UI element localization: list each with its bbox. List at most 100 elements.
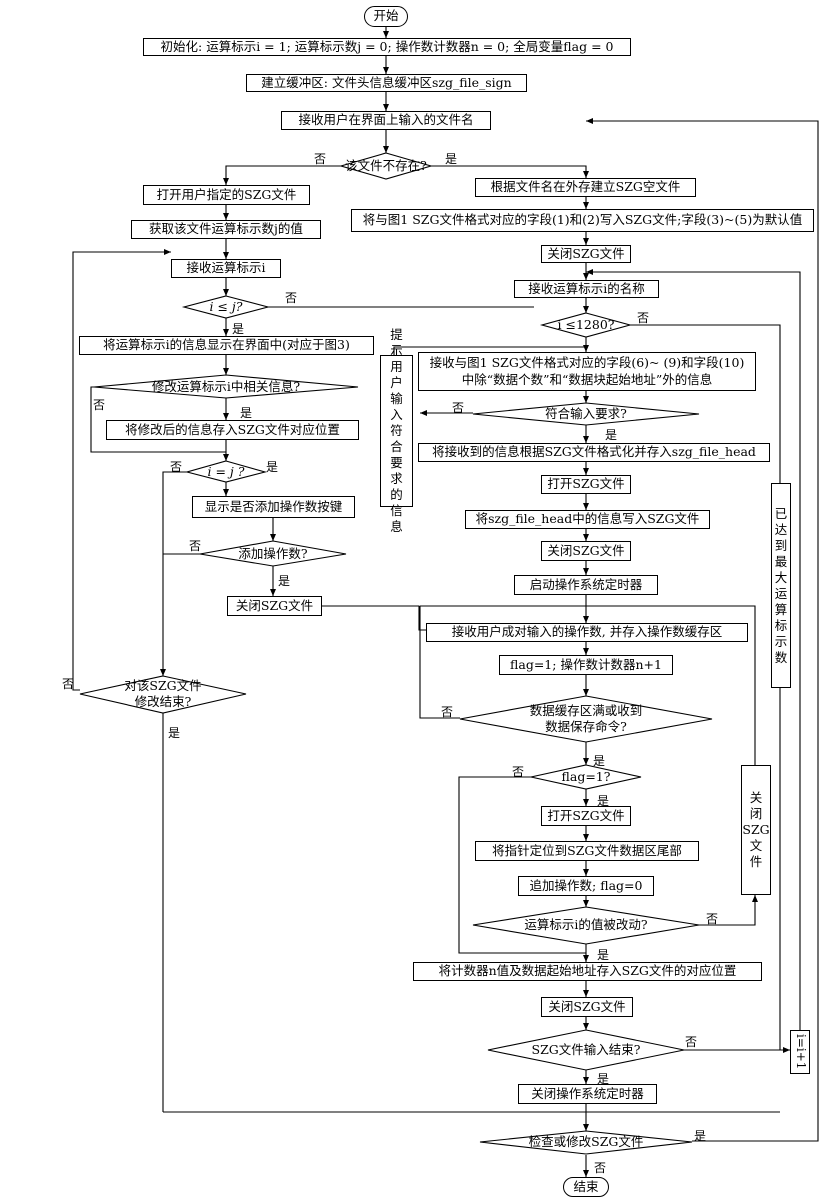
label-yes: 是 [597, 1072, 610, 1086]
max-reached-char: 算 [774, 601, 788, 617]
increment-i-text: i=i+1 [793, 1034, 808, 1070]
recv-fields-box: 接收与图1 SZG文件格式对应的字段(6)~ (9)和字段(10) 中除“数据个… [418, 352, 756, 391]
increment-i-box: i=i+1 [790, 1030, 810, 1074]
max-reached-char: 标 [774, 617, 788, 633]
close-szg-vertical-char: 文 [749, 838, 763, 853]
prompt-user-char: 要 [390, 455, 403, 470]
save-modified-box: 将修改后的信息存入SZG文件对应位置 [106, 420, 359, 440]
add-operand-decision: 添加操作数? [238, 545, 308, 561]
buffer-box: 建立缓冲区: 文件头信息缓冲区szg_file_sign [246, 74, 527, 92]
recv-fields-line-1: 接收与图1 SZG文件格式对应的字段(6)~ (9)和字段(10) [429, 355, 745, 371]
open-szg-box-2: 打开SZG文件 [541, 806, 631, 826]
label-no: 否 [637, 311, 650, 325]
flag-eq-1-decision: flag=1? [561, 768, 611, 784]
close-szg-vertical-char: 件 [749, 854, 763, 869]
modify-done-line-1: 对该SZG文件 [124, 677, 202, 693]
label-no: 否 [314, 152, 327, 166]
close-szg-vertical-char: 关 [749, 790, 763, 805]
buffer-full-line-2: 数据保存命令? [545, 719, 627, 734]
prompt-user-char: 的 [390, 487, 403, 502]
modify-info-decision: 修改运算标示i中相关信息? [151, 378, 301, 394]
label-no: 否 [441, 705, 454, 719]
prompt-user-box: 提示用户输入符合要求的信息 [380, 327, 413, 534]
prompt-user-char: 提 [390, 327, 403, 342]
prompt-user-char: 示 [390, 343, 403, 358]
prompt-user-char: 用 [390, 359, 403, 374]
label-no: 否 [62, 677, 75, 691]
close-timer-box: 关闭操作系统定时器 [518, 1084, 657, 1104]
close-szg-box-3: 关闭SZG文件 [227, 596, 322, 616]
write-head-box: 将szg_file_head中的信息写入SZG文件 [465, 510, 710, 529]
format-store-box: 将接收到的信息根据SZG文件格式化并存入szg_file_head [418, 443, 770, 462]
label-no: 否 [594, 1161, 607, 1175]
close-szg-box-1: 关闭SZG文件 [541, 245, 631, 263]
prompt-user-char: 合 [390, 439, 403, 454]
write-fields-box: 将与图1 SZG文件格式对应的字段(1)和(2)写入SZG文件;字段(3)~(5… [351, 209, 814, 232]
label-no: 否 [93, 398, 106, 412]
prompt-user-char: 符 [390, 423, 403, 438]
save-counter-box: 将计数器n值及数据起始地址存入SZG文件的对应位置 [413, 962, 762, 981]
recv-fields-line-2: 中除“数据个数”和“数据块起始地址”外的信息 [461, 371, 713, 387]
max-reached-box: 已达到最大运算标示数 [771, 483, 791, 688]
buffer-full-decision: 数据缓存区满或收到 数据保存命令? [480, 702, 692, 736]
file-not-exist-decision: 该文件不存在? [345, 157, 427, 173]
label-yes: 是 [593, 754, 606, 768]
buffer-full-line-1: 数据缓存区满或收到 [529, 702, 643, 718]
open-szg-box-1: 打开SZG文件 [541, 475, 631, 494]
label-no: 否 [685, 1035, 698, 1049]
input-done-decision: SZG文件输入结束? [531, 1041, 641, 1057]
check-modify-decision: 检查或修改SZG文件 [528, 1133, 644, 1149]
start-terminal: 开始 [364, 6, 408, 27]
label-no: 否 [512, 765, 525, 779]
max-reached-char: 已 [774, 505, 788, 521]
label-no: 否 [706, 912, 719, 926]
close-szg-box-4: 关闭SZG文件 [541, 997, 633, 1017]
close-szg-vertical-char: 闭 [749, 806, 763, 821]
prompt-user-char: 求 [390, 471, 403, 486]
recv-i-name-box: 接收运算标示i的名称 [514, 280, 659, 298]
label-no: 否 [452, 401, 465, 415]
max-reached-char: 运 [774, 585, 788, 601]
label-yes: 是 [278, 574, 291, 588]
max-reached-char: 大 [774, 569, 788, 585]
label-yes: 是 [597, 948, 610, 962]
i-changed-decision: 运算标示i的值被改动? [524, 916, 648, 932]
i-le-1280-decision: i ≤1280? [557, 316, 615, 332]
label-yes: 是 [240, 406, 253, 420]
show-info-box: 将运算标示i的信息显示在界面中(对应于图3) [79, 336, 374, 355]
recv-operands-box: 接收用户成对输入的操作数, 并存入操作数缓存区 [426, 623, 748, 642]
show-add-btn-box: 显示是否添加操作数按键 [192, 496, 355, 518]
meets-req-decision: 符合输入要求? [545, 405, 627, 421]
prompt-user-char: 户 [390, 375, 403, 390]
get-j-box: 获取该文件运算标示数j的值 [131, 220, 321, 239]
end-terminal: 结束 [563, 1177, 609, 1197]
prompt-user-char: 输 [390, 391, 403, 406]
max-reached-char: 示 [774, 633, 788, 649]
label-no: 否 [170, 460, 183, 474]
max-reached-char: 到 [774, 537, 788, 553]
i-eq-j-decision: i = j ? [207, 463, 245, 479]
receive-name-box: 接收用户在界面上输入的文件名 [281, 111, 491, 130]
label-no: 否 [285, 291, 298, 305]
label-yes: 是 [266, 460, 279, 474]
label-no: 否 [189, 539, 202, 553]
seek-tail-box: 将指针定位到SZG文件数据区尾部 [475, 841, 699, 861]
modify-done-decision: 对该SZG文件 修改结束? [96, 677, 230, 711]
prompt-user-char: 信 [390, 503, 403, 518]
max-reached-char: 数 [774, 649, 788, 665]
close-szg-vertical-char: SZG [742, 822, 770, 837]
i-le-j-decision: i ≤ j? [209, 298, 243, 314]
recv-i-box: 接收运算标示i [171, 259, 281, 278]
label-yes: 是 [597, 794, 610, 808]
label-yes: 是 [232, 322, 245, 336]
flag-n-box: flag=1; 操作数计数器n+1 [499, 655, 673, 675]
prompt-user-char: 入 [390, 407, 403, 422]
max-reached-char: 最 [774, 553, 788, 569]
start-timer-box: 启动操作系统定时器 [514, 575, 658, 595]
max-reached-char: 达 [774, 521, 788, 537]
label-yes: 是 [445, 152, 458, 166]
append-box: 追加操作数; flag=0 [518, 876, 654, 896]
